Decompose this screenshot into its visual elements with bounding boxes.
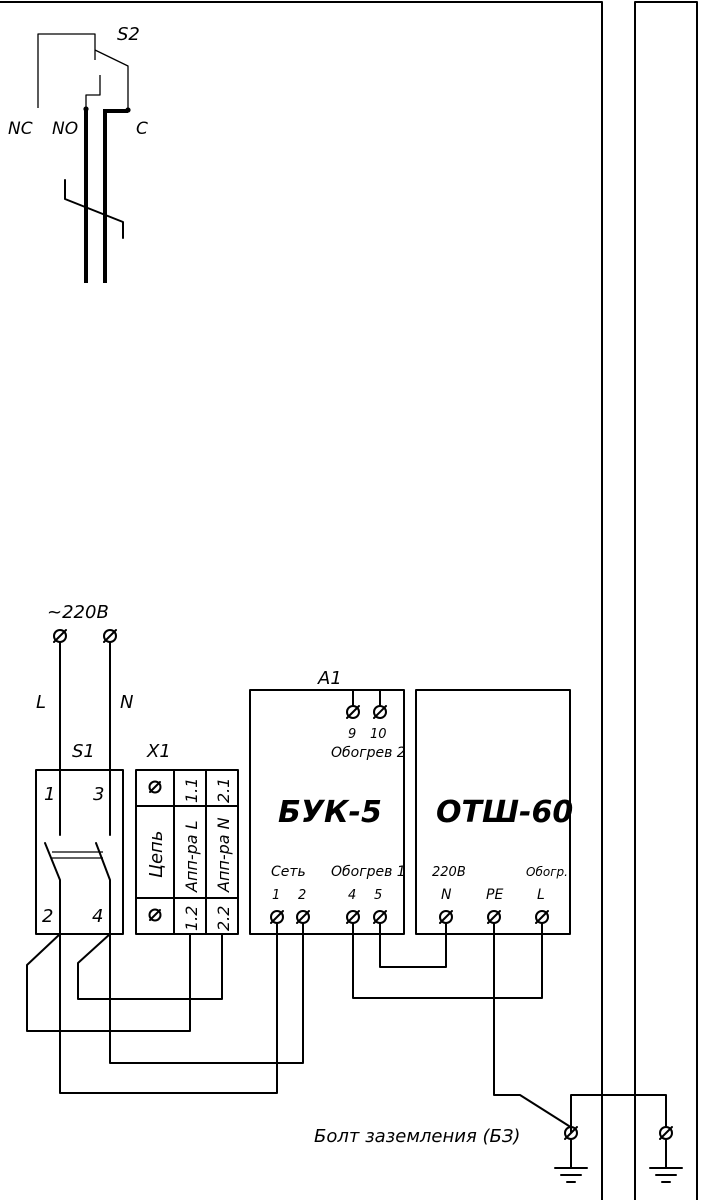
buk-5-body xyxy=(249,689,405,935)
s1-terminal-3: 3 xyxy=(93,784,104,805)
wire-s1-2-loop-x1-1-2 xyxy=(26,933,191,1032)
phase-l-label: L xyxy=(36,692,46,713)
s1-terminal-1: 1 xyxy=(44,784,55,805)
x1-app-n-label: Апп-ра N xyxy=(214,817,233,893)
x1-chain-label: Цепь xyxy=(146,831,167,878)
neutral-n-label: N xyxy=(120,692,133,713)
ground-symbol-cabinet xyxy=(554,1138,588,1183)
module-otsh-60: ОТШ-60 220В Обогр. N PE L xyxy=(415,689,573,935)
s2-no-contact xyxy=(85,75,101,108)
x1-terminal-1-1: 1.1 xyxy=(182,778,201,803)
s2-nc-contact xyxy=(37,33,96,108)
otsh-heat-label: Обогр. xyxy=(526,865,568,879)
a1-label: A1 xyxy=(317,668,342,689)
door-outline xyxy=(634,1,698,1200)
buk-heat-1-label: Обогрев 1 xyxy=(331,864,406,880)
buk-5-title: БУК-5 xyxy=(278,795,382,830)
s2-c-label: C xyxy=(136,119,148,139)
x1-terminal-2-1: 2.1 xyxy=(214,778,233,803)
otsh-l-label: L xyxy=(537,887,545,903)
module-buk-5: 9 10 Обогрев 2 БУК-5 Сеть Обогрев 1 1 2 … xyxy=(249,689,406,935)
x1-terminal-1-2: 1.2 xyxy=(182,906,201,931)
ground-bolt-label: Болт заземления (БЗ) xyxy=(314,1126,520,1147)
buk-terminal-9 xyxy=(346,705,360,719)
cabinet-outline xyxy=(0,1,603,1200)
x1-terminal-2-2: 2.2 xyxy=(214,906,233,931)
s1-linkage xyxy=(52,851,103,859)
supply-label: ~220В xyxy=(47,602,109,623)
otsh-pe-label: PE xyxy=(486,887,503,903)
otsh-60-title: ОТШ-60 xyxy=(436,795,573,830)
ground-symbol-door xyxy=(649,1138,683,1183)
s1-terminal-4: 4 xyxy=(92,906,103,927)
s1-label: S1 xyxy=(72,741,95,762)
buk-terminal-10 xyxy=(373,705,387,719)
s2-actuator xyxy=(94,49,129,110)
buk-heat-2-label: Обогрев 2 xyxy=(331,745,406,761)
x1-body xyxy=(135,769,239,935)
x1-terminal-top xyxy=(148,780,162,794)
wire-buk-5-to-otsh-n xyxy=(379,922,447,968)
wire-s1-4-to-buk-2 xyxy=(109,922,304,1064)
s2-c-cable xyxy=(103,109,128,283)
buk-net-label: Сеть xyxy=(271,864,306,880)
wire-otsh-pe-to-ground xyxy=(493,922,570,1127)
breaker-s1: S1 1 3 2 4 xyxy=(35,741,124,935)
cable-break-mark xyxy=(64,179,124,239)
wire-s1-2-to-buk-1 xyxy=(59,922,278,1094)
buk-terminal-9-label: 9 xyxy=(348,727,356,742)
s1-contact-2 xyxy=(95,842,111,935)
wire-buk-4-to-otsh-l xyxy=(352,922,543,999)
buk-terminal-4-label: 4 xyxy=(348,888,356,903)
s1-body xyxy=(35,769,124,935)
wiring xyxy=(26,922,667,1133)
wire-s1-4-loop-x1-2-2 xyxy=(77,933,223,1000)
buk-terminal-10-label: 10 xyxy=(370,727,387,742)
s1-terminal-2: 2 xyxy=(42,906,53,927)
x1-terminal-bottom xyxy=(148,908,162,922)
buk-terminal-1-label: 1 xyxy=(272,888,280,903)
s2-no-label: NO xyxy=(52,119,78,139)
buk-terminal-2-label: 2 xyxy=(298,888,306,903)
s1-contact-1 xyxy=(44,842,61,935)
otsh-n-label: N xyxy=(441,887,452,903)
x1-label: X1 xyxy=(146,741,171,762)
x1-app-l-label: Апп-ра L xyxy=(182,820,201,893)
s2-label: S2 xyxy=(117,24,140,45)
s2-nc-label: NC xyxy=(8,119,33,139)
supply-input: ~220В L N xyxy=(36,602,133,836)
buk-terminal-5-label: 5 xyxy=(374,888,382,903)
grounding: Болт заземления (БЗ) xyxy=(314,1126,683,1183)
otsh-220v-label: 220В xyxy=(432,865,466,880)
wire-ground-to-door xyxy=(570,1094,667,1133)
terminal-block-x1: X1 Цепь Апп-ра L Апп-ра N 1.1 2.1 1.2 2.… xyxy=(135,741,239,935)
switch-s2: S2 NC NO C xyxy=(8,24,148,283)
